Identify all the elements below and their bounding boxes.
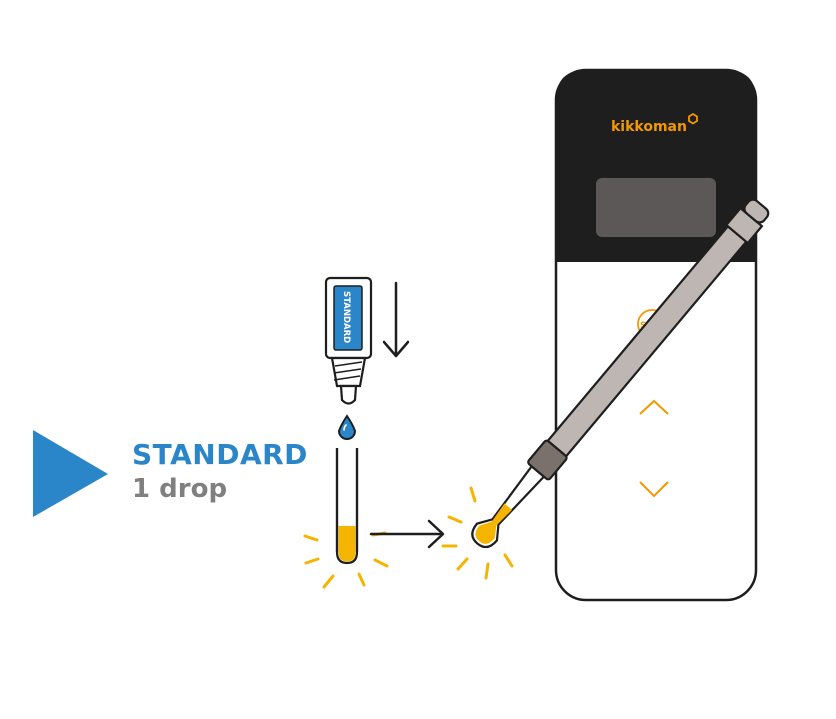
brand-hexagon-icon [688, 112, 698, 125]
arrow-down-icon [382, 281, 410, 358]
step-caption: STANDARD 1 drop [132, 438, 308, 506]
arrow-right-icon [369, 519, 445, 549]
chevron-down-icon[interactable] [639, 481, 669, 498]
step-title: STANDARD [132, 438, 308, 471]
water-drop-icon [337, 414, 357, 440]
test-pen [471, 198, 770, 549]
brand-logo: kikkoman [611, 119, 687, 135]
standard-dropper-vial: STANDARD [324, 276, 373, 405]
step-subtitle: 1 drop [132, 474, 228, 504]
device-display [596, 178, 716, 237]
vial-label-text: STANDARD [341, 291, 351, 343]
vial-label [333, 285, 363, 351]
chevron-up-icon[interactable] [639, 399, 669, 415]
play-triangle-icon [33, 430, 108, 517]
tube-liquid [338, 526, 356, 562]
pen-tip-glow-rays [441, 486, 514, 580]
test-tube [335, 448, 359, 565]
